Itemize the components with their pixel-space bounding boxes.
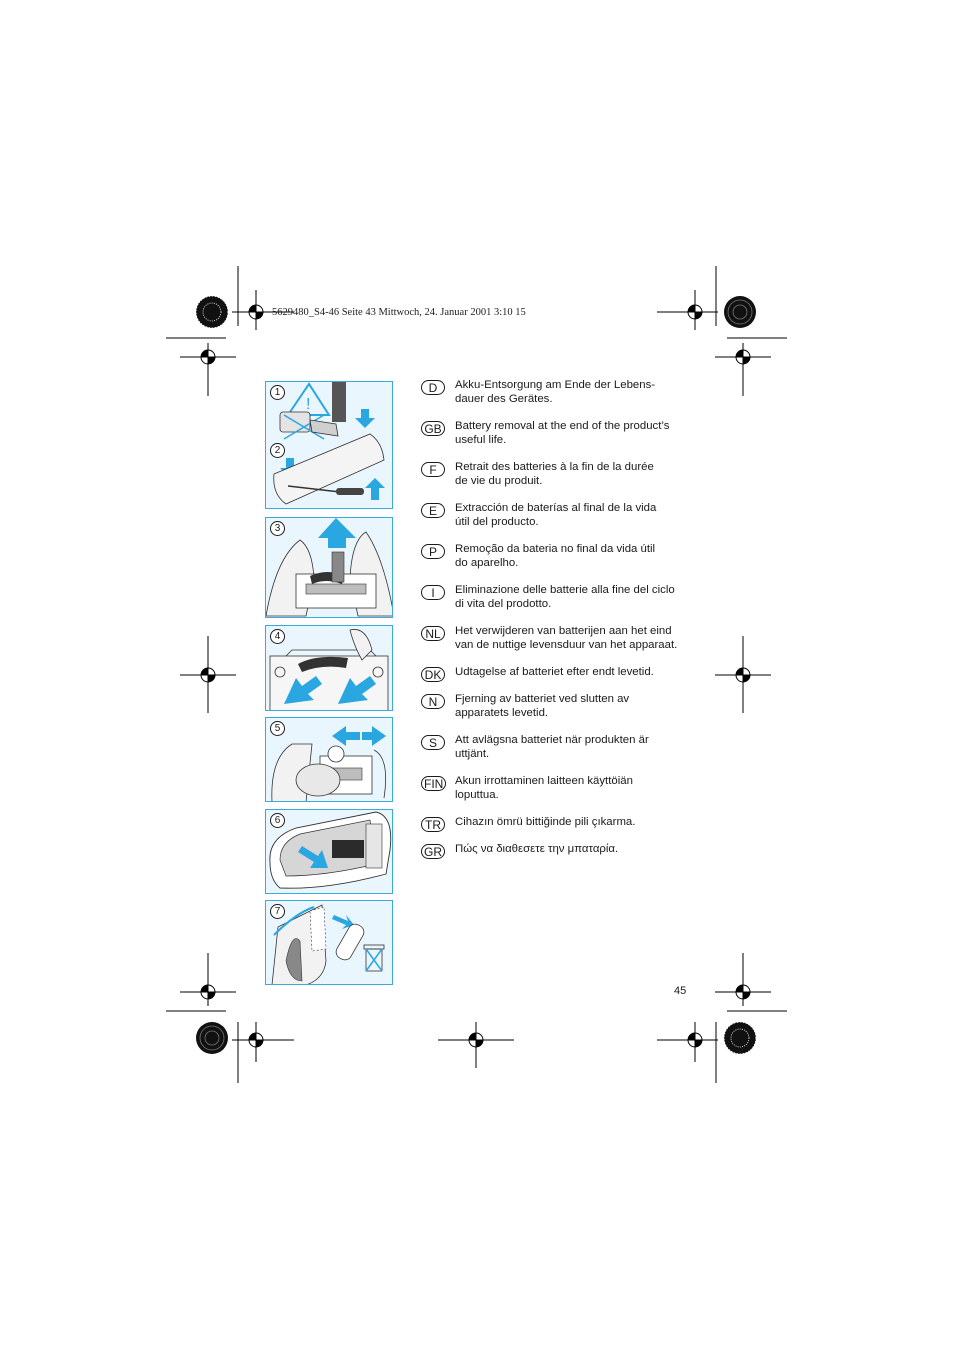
language-code: N [421,694,445,709]
language-code: GR [421,844,445,859]
language-text: Cihazın ömrü bittiğinde pili çıkarma. [455,816,636,828]
language-code: S [421,735,445,750]
figure-number-1: 1 [270,385,285,400]
figure-number-3: 3 [270,521,285,536]
language-text: Att avlägsna batteriet när produkten är … [455,734,649,760]
figure-1-2: ! 1 2 [265,381,393,509]
figure-5: 5 [265,717,393,802]
print-header: 5629480_S4-46 Seite 43 Mittwoch, 24. Jan… [272,307,526,318]
language-code: E [421,503,445,518]
shaver-open-illustration [266,518,392,617]
svg-text:!: ! [306,396,310,413]
battery-lift-illustration [269,811,392,889]
battery-disposal-illustration [271,904,385,984]
language-code: DK [421,667,445,682]
language-text: Battery removal at the end of the produc… [455,420,670,446]
language-text: Udtagelse af batteriet efter endt leveti… [455,666,654,678]
language-code: I [421,585,445,600]
figure-6: 6 [265,809,393,894]
language-code: GB [421,421,445,436]
shaver-unplug-illustration: ! [273,382,385,505]
figure-number-2: 2 [270,443,285,458]
battery-press-illustration [269,629,389,710]
figure-number-4: 4 [270,629,285,644]
page-number: 45 [674,985,687,997]
language-text: Retrait des batteries à la fin de la dur… [455,461,654,487]
language-text: Het verwijderen van batterijen aan het e… [455,625,678,651]
figure-7: 7 [265,900,393,985]
figure-4: 4 [265,625,393,711]
figure-number-7: 7 [270,904,285,919]
language-code: NL [421,626,445,641]
figure-3: 3 [265,517,393,618]
language-text: Akku-Entsorgung am Ende der Lebens- daue… [455,379,656,405]
language-code: TR [421,817,445,832]
language-text: Πώς να διαθεσετε την μπαταρία. [455,843,619,855]
language-code: D [421,380,445,395]
figure-number-5: 5 [270,721,285,736]
language-text: Fjerning av batteriet ved slutten av app… [455,693,630,719]
battery-lever-illustration [271,726,387,801]
figure-number-6: 6 [270,813,285,828]
language-text: Extracción de baterías al final de la vi… [455,502,657,528]
language-code: P [421,544,445,559]
language-code: FIN [421,776,447,791]
language-text: Remoção da bateria no final da vida útil… [455,543,656,569]
language-text: Eliminazione delle batterie alla fine de… [455,584,675,610]
language-text: Akun irrottaminen laitteen käyttöiän lop… [455,775,633,801]
language-code: F [421,462,445,477]
